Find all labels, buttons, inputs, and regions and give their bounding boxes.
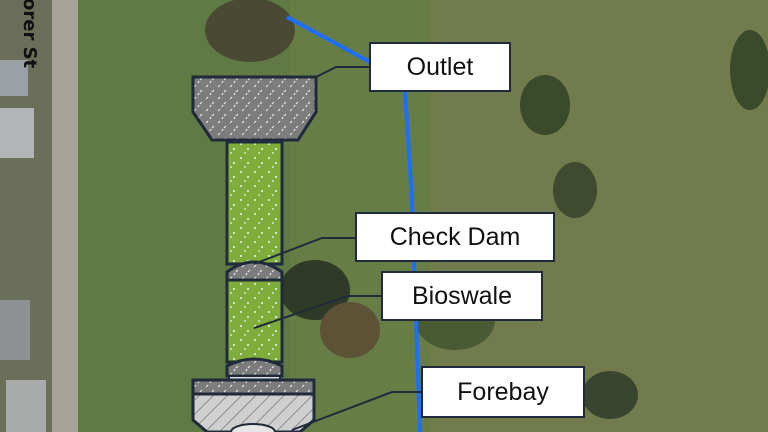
tree-clump	[553, 162, 597, 218]
tree-clump	[205, 0, 295, 62]
house-roof-1	[0, 60, 28, 96]
street-label: orer St	[19, 0, 40, 69]
forebay-leader-line	[291, 391, 421, 431]
forebay-berm	[191, 378, 316, 396]
street	[52, 0, 78, 432]
house-roof-2	[0, 108, 34, 158]
check-dam-label: Check Dam	[355, 212, 555, 262]
outlet-leader-line	[315, 66, 369, 78]
tree-clump	[520, 75, 570, 135]
house-roof-3	[0, 300, 30, 360]
tree-clump	[320, 302, 380, 358]
bioswale-upper	[225, 140, 284, 266]
tree-clump	[582, 371, 638, 419]
bioswale-label: Bioswale	[381, 271, 543, 321]
forebay-basin	[191, 392, 316, 432]
forebay-label: Forebay	[421, 366, 585, 418]
bioswale-leader-line	[253, 295, 381, 329]
forebay-pipe	[230, 423, 276, 432]
tree-clump	[730, 30, 768, 110]
outlet-label: Outlet	[369, 42, 511, 92]
tree-clump	[280, 260, 350, 320]
house-roof-4	[6, 380, 46, 432]
outlet-structure	[191, 75, 318, 142]
check-dam-leader-line	[253, 237, 355, 265]
check-dam-lower	[225, 357, 284, 378]
